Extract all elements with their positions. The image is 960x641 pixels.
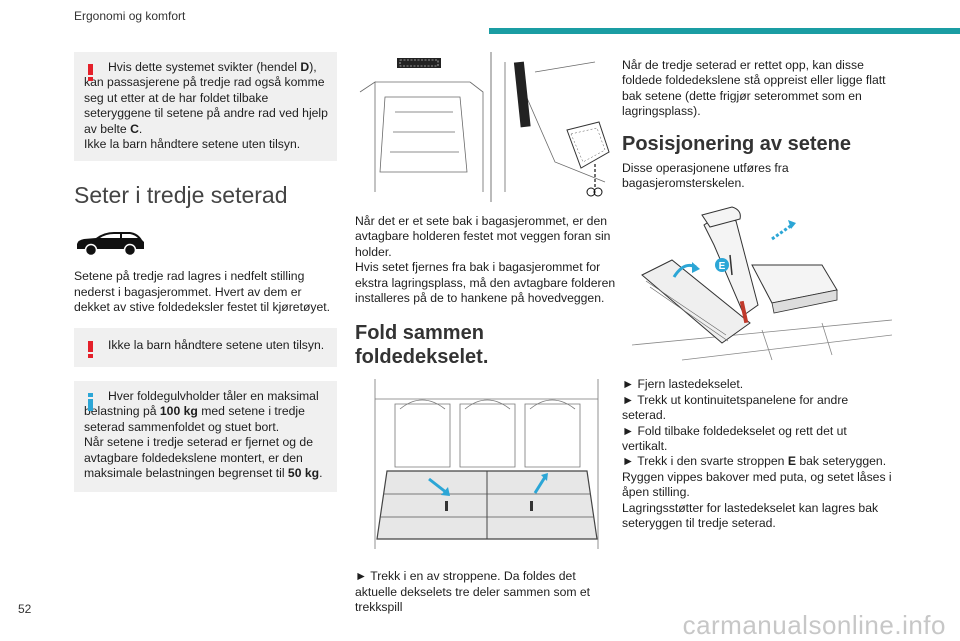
- figure-label: E: [719, 261, 726, 272]
- section-title-third-row: Seter i tredje seterad: [74, 182, 288, 209]
- warning-icon: [88, 340, 94, 358]
- info-icon: [88, 393, 93, 412]
- column-3: Når de tredje seterad er rettet opp, kan…: [622, 58, 892, 532]
- operations-text: Disse operasjonene utføres fra bagasjero…: [622, 160, 789, 191]
- warning-icon: [88, 64, 94, 81]
- figure-fold-cover: [355, 379, 618, 559]
- info-text-1: Hver foldegulvholder tåler en maksimal b…: [84, 389, 319, 434]
- step-6: Lagringsstøtter for lastedekselet kan la…: [622, 500, 879, 531]
- intro-text: Setene på tredje rad lagres i nedfelt st…: [74, 269, 331, 315]
- section-title-fold: Fold sammen foldedekselet.: [355, 322, 489, 369]
- header-accent-bar: [489, 28, 960, 34]
- car-suv-icon: [74, 229, 337, 257]
- seats-upright-text: Når de tredje seterad er rettet opp, kan…: [622, 58, 886, 119]
- step-4: ► Trekk i den svarte stroppen E bak sete…: [622, 454, 887, 469]
- warning-box-2: Ikke la barn håndtere setene uten tilsyn…: [74, 327, 337, 368]
- warning-text: Hvis dette systemet svikter (hendel D), …: [84, 60, 328, 136]
- step-2: ► Trekk ut kontinuitetspanelene for andr…: [622, 392, 849, 423]
- figure-seat-positioning: E: [622, 205, 892, 365]
- column-1: Hvis dette systemet svikter (hendel D), …: [74, 52, 337, 492]
- holder-text-1: Når det er et sete bak i bagasjerommet, …: [355, 214, 611, 259]
- holder-text-2: Hvis setet fjernes fra bak i bagasjeromm…: [355, 260, 616, 306]
- warning-box: Hvis dette systemet svikter (hendel D), …: [74, 52, 337, 162]
- step-1: ► Fjern lastedekselet.: [622, 377, 744, 392]
- column-2: Når det er et sete bak i bagasjerommet, …: [355, 52, 618, 616]
- fold-step-1: ► Trekk i en av stroppene. Da foldes det…: [355, 569, 591, 615]
- info-text-2: Når setene i tredje seterad er fjernet o…: [84, 435, 323, 481]
- watermark: carmanualsonline.info: [682, 610, 946, 640]
- page-number: 52: [18, 602, 32, 616]
- header-title: Ergonomi og komfort: [74, 9, 186, 23]
- step-5: Ryggen vippes bakover med puta, og setet…: [622, 469, 892, 500]
- info-box: Hver foldegulvholder tåler en maksimal b…: [74, 381, 337, 492]
- section-title-positioning: Posisjonering av setene: [622, 132, 851, 155]
- warning-text: Ikke la barn håndtere setene uten tilsyn…: [108, 337, 325, 352]
- warning-text-2: Ikke la barn håndtere setene uten tilsyn…: [84, 137, 301, 152]
- positioning-steps: ► Fjern lastedekselet. ► Trekk ut kontin…: [622, 377, 892, 531]
- figure-removable-holder: [355, 52, 618, 202]
- step-3: ► Fold tilbake foldedekselet og rett det…: [622, 423, 847, 454]
